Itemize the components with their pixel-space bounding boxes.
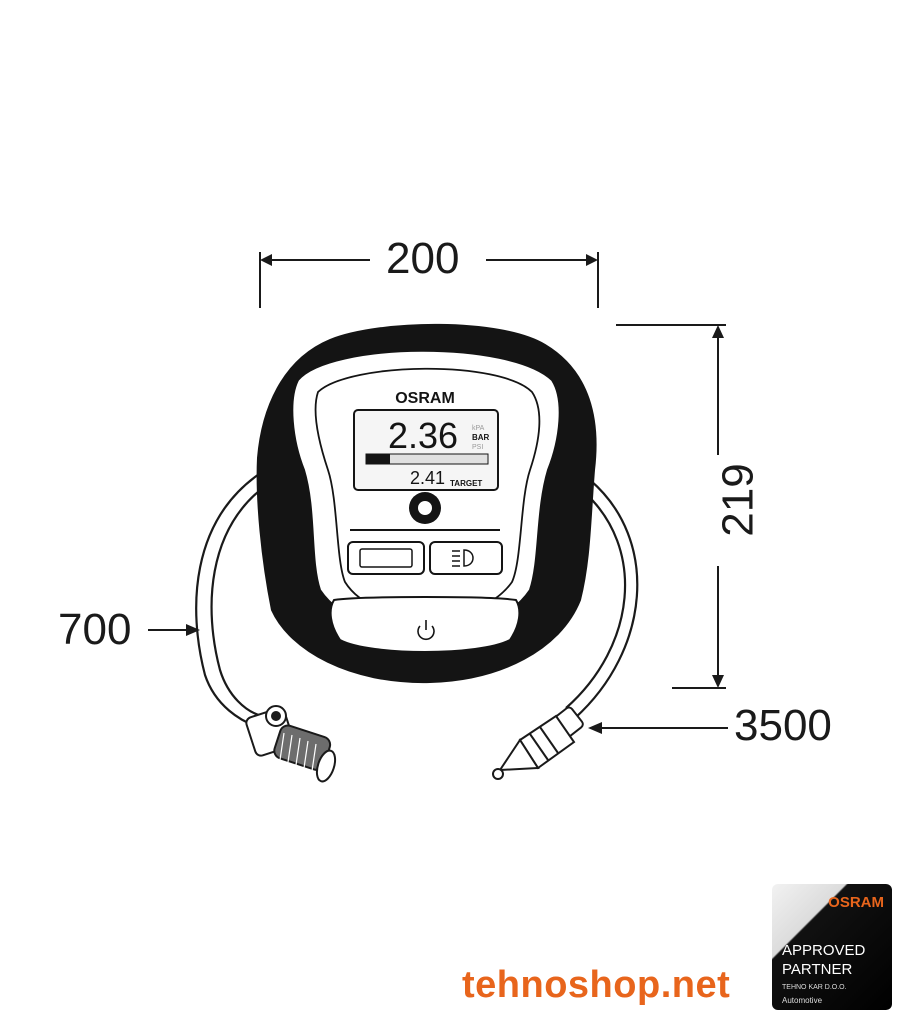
- pressure-bar-fill: [366, 454, 390, 464]
- headlight-icon: [452, 549, 474, 567]
- shop-watermark: tehnoshop.net: [462, 964, 731, 1006]
- badge-sector: Automotive: [782, 996, 823, 1005]
- unit-button-icon: [359, 548, 413, 568]
- badge-partner: PARTNER: [782, 961, 853, 978]
- light-button[interactable]: [429, 541, 503, 575]
- badge-approved: APPROVED: [782, 942, 866, 959]
- power-icon: [417, 620, 435, 641]
- power-cable: [565, 479, 639, 719]
- badge-brand: OSRAM: [828, 894, 884, 911]
- power-button[interactable]: [329, 596, 521, 653]
- hose-arrow-head: [186, 624, 200, 636]
- pressure-reading: 2.36: [388, 415, 458, 456]
- cigarette-lighter-plug: [492, 706, 584, 780]
- width-arrow-left: [260, 254, 272, 266]
- cable-arrow-head: [588, 722, 602, 734]
- target-value: 2.41: [410, 468, 445, 488]
- height-arrow-top: [712, 325, 724, 338]
- target-label: TARGET: [450, 479, 482, 488]
- unit-button[interactable]: [347, 541, 425, 575]
- unit-psi: PSI: [472, 444, 483, 451]
- approved-partner-badge: OSRAM APPROVED PARTNER TEHNO KAR D.O.O. …: [772, 884, 892, 1010]
- width-arrow-right: [586, 254, 598, 266]
- height-arrow-bottom: [712, 675, 724, 688]
- lcd-display: [353, 409, 499, 491]
- height-dimension-label: 219: [713, 463, 763, 537]
- unit-kpa: kPA: [472, 425, 485, 432]
- hose-length-label: 700: [58, 605, 132, 654]
- valve-connector: [245, 705, 337, 783]
- cable-length-label: 3500: [734, 701, 832, 750]
- width-dimension-label: 200: [386, 234, 460, 283]
- unit-bar: BAR: [472, 433, 490, 442]
- device-brand: OSRAM: [395, 390, 455, 407]
- air-hose: [195, 471, 269, 730]
- compressor-body: OSRAM 2.36 kPA BAR PSI 2.41 TARGET: [256, 323, 597, 684]
- badge-company: TEHNO KAR D.O.O.: [782, 984, 847, 991]
